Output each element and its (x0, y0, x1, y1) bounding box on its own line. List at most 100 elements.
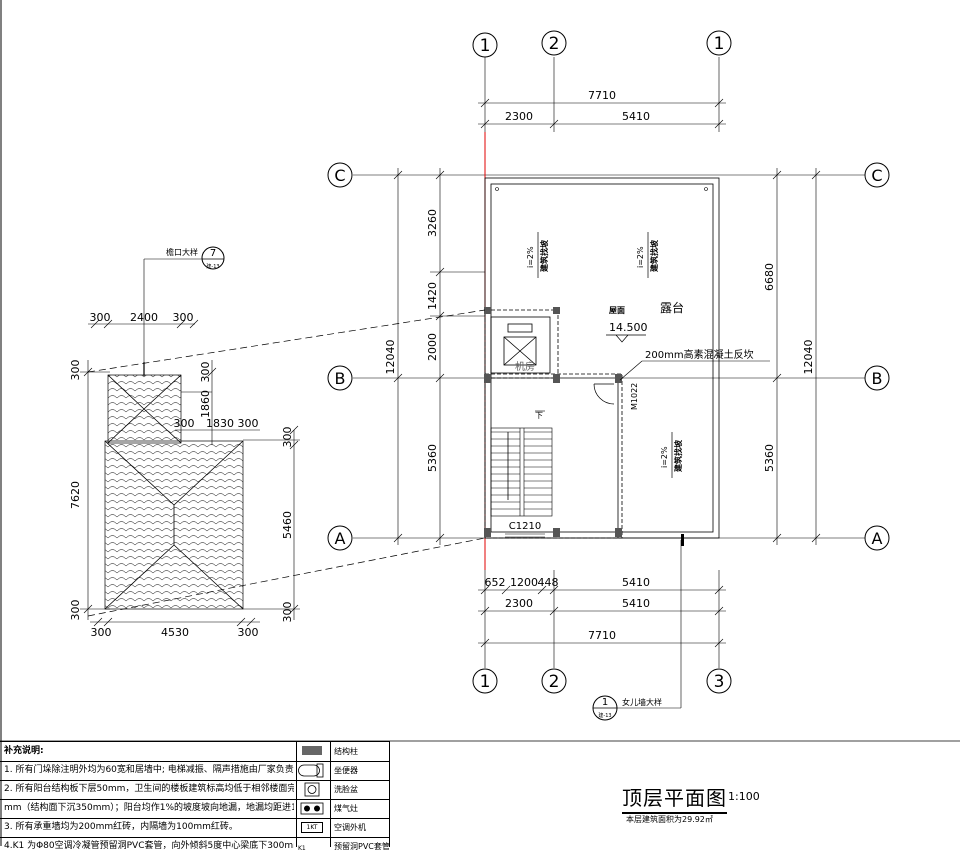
svg-text:i=2%: i=2% (526, 246, 535, 268)
notes-row-3: mm（结构面下沉350mm）；阳台均作1%的坡度坡向地漏，地漏均距进100。 煤… (0, 799, 390, 819)
legend-label-toilet: 坐便器 (334, 766, 358, 775)
svg-text:2: 2 (549, 672, 560, 692)
slope-note-1: i=2% 建筑找坡 (526, 232, 549, 278)
roof-label: 屋面 (609, 305, 625, 315)
svg-text:建筑找坡: 建筑找坡 (539, 239, 549, 273)
axis-bubble-right-b: B (864, 365, 890, 391)
dim-left-b: 1420 (426, 282, 439, 310)
pitched-roof (104, 374, 244, 610)
axis-bubble-bottom-3: 3 (706, 668, 732, 694)
window-c1210-label: C1210 (509, 521, 541, 532)
roof-dim-top-a: 300 (90, 311, 111, 324)
legend-label-pvc: 预留洞PVC套管 (334, 842, 390, 851)
legend-label-gas-stove: 煤气灶 (334, 804, 358, 813)
legend-label-washbasin: 洗脸盆 (334, 785, 358, 794)
ac-unit-icon-text: 1KT (301, 822, 323, 833)
roof-dim-right-a: 300 (281, 427, 294, 448)
axis-bubble-top-1: 1 (472, 32, 498, 58)
dim-top-b: 5410 (622, 110, 650, 123)
svg-text:建筑找坡: 建筑找坡 (673, 439, 683, 473)
dimension-lines-main (393, 98, 821, 648)
machine-room-label: 机房 (515, 360, 535, 373)
axis-bubble-bottom-1: 1 (472, 668, 498, 694)
svg-text:C: C (334, 166, 345, 185)
roof-dim-top-b: 2400 (130, 311, 158, 324)
window-c1210 (505, 533, 545, 538)
structural-columns (484, 307, 622, 537)
roof-dim-bottom-a: 300 (91, 626, 112, 639)
dim-bottom-b: 1200 (510, 576, 538, 589)
svg-text:建-13: 建-13 (598, 712, 611, 719)
stair-steps (491, 431, 552, 510)
svg-text:2: 2 (549, 34, 560, 54)
svg-text:檐口大样: 檐口大样 (166, 247, 198, 257)
roof-dim-mid-b: 300 (174, 417, 195, 430)
note-line-4: 3. 所有承重墙均为200mm红砖，内隔墙为100mm红砖。 (4, 822, 238, 832)
dim-bottom-d: 5410 (622, 576, 650, 589)
svg-text:7: 7 (210, 248, 216, 259)
dim-top-a: 2300 (505, 110, 533, 123)
roof-dim-mid-a: 1860 (199, 390, 212, 418)
axis-bubble-left-b: B (327, 365, 353, 391)
svg-text:A: A (872, 529, 883, 548)
roof-dim-mid-c: 1830 (206, 417, 234, 430)
roof-dim-left-total: 7620 (69, 481, 82, 509)
note-line-1: 1. 所有门垛除注明外均为60宽和居墙中; 电梯减振、隔声措施由厂家负责施工安装… (4, 765, 294, 775)
roof-dim-mid-d: 300 (238, 417, 259, 430)
axis-bubble-top-3: 1 (706, 30, 732, 56)
floor-area: 本层建筑面积为29.92㎡ (626, 815, 713, 824)
drawing-scale: 1:100 (728, 790, 760, 803)
note-line-3: mm（结构面下沉350mm）；阳台均作1%的坡度坡向地漏，地漏均距进100。 (4, 803, 294, 813)
dim-bottom-e: 2300 (505, 597, 533, 610)
notes-header: 补充说明: (4, 746, 44, 756)
svg-text:1: 1 (480, 672, 491, 692)
axis-bubble-left-a: A (327, 525, 353, 551)
svg-text:1: 1 (602, 697, 608, 708)
notes-row-5: 4.K1 为Φ80空调冷凝管预留洞PVC套管，向外倾斜5度中心梁底下300mm;… (0, 837, 390, 856)
terrace-label: 露台 (660, 300, 684, 315)
axis-bubble-left-c: C (327, 162, 353, 188)
parapet-marker (681, 534, 684, 546)
roof-dim-left-top: 300 (69, 360, 82, 381)
axis-bubble-top-2: 2 (541, 30, 567, 56)
svg-text:3: 3 (714, 672, 725, 692)
axis-bubble-right-c: C (864, 162, 890, 188)
stair-down-label: 下 (535, 411, 543, 420)
roof-dim-bottom-b: 4530 (161, 626, 189, 639)
svg-text:i=2%: i=2% (636, 246, 645, 268)
dim-bottom-total: 7710 (588, 629, 616, 642)
roof-dim-right-b: 5460 (281, 511, 294, 539)
notes-row-2: 2. 所有阳台结构板下层50mm，卫生间的楼板建筑标高均低于相邻楼面完成面30 … (0, 780, 390, 800)
grid-lines (353, 57, 866, 668)
door-m1022: M1022 (630, 383, 639, 410)
dim-right-b: 5360 (763, 444, 776, 472)
toilet-icon (298, 763, 326, 778)
legend-label-column: 结构柱 (334, 747, 358, 756)
elevation-marker-icon (606, 334, 646, 343)
dimension-lines-roof (80, 319, 300, 627)
stair-enclosure (484, 373, 623, 539)
svg-text:女儿墙大样: 女儿墙大样 (622, 697, 662, 707)
washbasin-icon (298, 782, 326, 797)
dim-bottom-f: 5410 (622, 597, 650, 610)
axis-bubble-bottom-2: 2 (541, 668, 567, 694)
notes-row-4: 3. 所有承重墙均为200mm红砖，内隔墙为100mm红砖。 1KT 空调外机 (0, 818, 390, 838)
note-line-2: 2. 所有阳台结构板下层50mm，卫生间的楼板建筑标高均低于相邻楼面完成面30 (4, 784, 294, 794)
roof-dim-left-bottom: 300 (69, 600, 82, 621)
notes-table: 补充说明: 结构柱 1. 所有门垛除注明外均为60宽和居墙中; 电梯减振、隔声措… (0, 741, 390, 852)
dim-left-a: 3260 (426, 209, 439, 237)
pvc-sleeve-icon: K1 (298, 839, 326, 854)
notes-row-1: 1. 所有门垛除注明外均为60宽和居墙中; 电梯减振、隔声措施由厂家负责施工安装… (0, 761, 390, 781)
pvc-sleeve-icon-text: K1 (298, 845, 306, 852)
parapet-detail-callout: 1 建-13 女儿墙大样 (592, 540, 682, 721)
dim-left-d: 5360 (426, 444, 439, 472)
svg-text:C: C (871, 166, 882, 185)
dim-top-total: 7710 (588, 89, 616, 102)
axis-bubble-right-a: A (864, 525, 890, 551)
elevation-label: 14.500 (609, 321, 648, 334)
dim-right-total: 12040 (802, 340, 815, 375)
svg-text:建筑找坡: 建筑找坡 (649, 239, 659, 273)
svg-text:i=2%: i=2% (660, 446, 669, 468)
drawing-title: 顶层平面图 (622, 782, 727, 814)
